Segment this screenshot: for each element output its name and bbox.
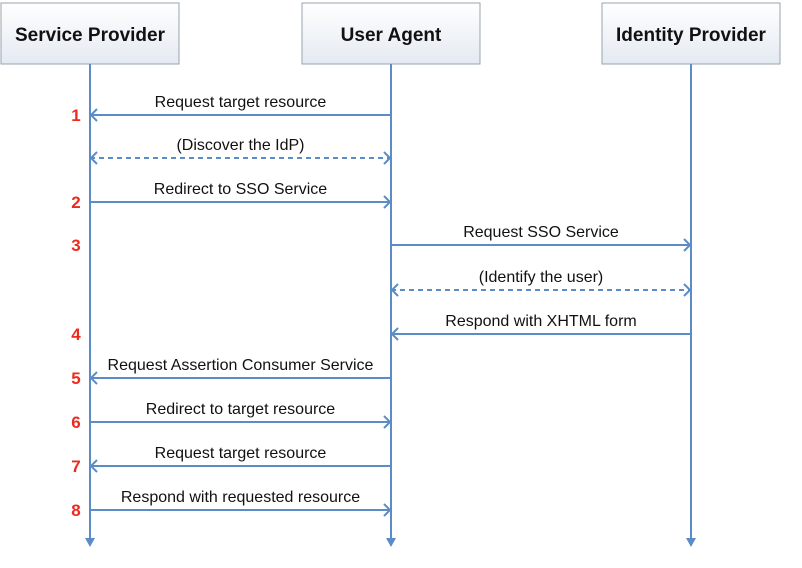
arrowhead-icon <box>89 108 98 122</box>
step-number: 1 <box>71 106 80 125</box>
arrowhead-icon <box>383 415 392 429</box>
message-label: (Discover the IdP) <box>176 137 304 154</box>
message-9: Request target resource 7 <box>71 445 391 476</box>
participant-service-provider: Service Provider <box>0 2 180 65</box>
step-number: 2 <box>71 193 80 212</box>
message-8: Redirect to target resource 6 <box>71 401 392 432</box>
arrowhead-icon <box>383 151 392 165</box>
step-number: 4 <box>71 325 81 344</box>
message-1: Request target resource 1 <box>71 94 391 125</box>
step-number: 7 <box>71 457 80 476</box>
message-3: Redirect to SSO Service 2 <box>71 181 392 212</box>
message-7: Request Assertion Consumer Service 5 <box>71 357 391 388</box>
message-label: Request SSO Service <box>463 224 619 241</box>
lifelines <box>85 64 696 547</box>
lifeline-ua <box>386 64 396 547</box>
message-5: (Identify the user) <box>390 269 692 297</box>
participant-user-agent-label: User Agent <box>341 25 442 46</box>
step-number: 8 <box>71 501 80 520</box>
message-label: Request target resource <box>155 94 327 111</box>
messages: Request target resource 1 (Discover the Id… <box>71 94 692 520</box>
arrowhead-icon <box>89 459 98 473</box>
arrowhead-icon <box>383 503 392 517</box>
arrowhead-icon <box>390 283 399 297</box>
lifeline-idp <box>686 64 696 547</box>
step-number: 5 <box>71 369 80 388</box>
arrowhead-icon <box>89 371 98 385</box>
participant-identity-provider-label: Identity Provider <box>616 25 767 46</box>
arrowhead-icon <box>683 238 692 252</box>
message-2: (Discover the IdP) <box>89 137 392 165</box>
message-label: (Identify the user) <box>479 269 604 286</box>
message-6: Respond with XHTML form 4 <box>71 313 691 344</box>
lifeline-sp <box>85 64 95 547</box>
arrowhead-icon <box>390 327 399 341</box>
message-label: Respond with requested resource <box>121 489 360 506</box>
message-label: Request target resource <box>155 445 327 462</box>
participant-user-agent: User Agent <box>301 2 481 65</box>
message-4: Request SSO Service 3 <box>71 224 692 255</box>
arrowhead-icon <box>383 195 392 209</box>
message-label: Redirect to target resource <box>146 401 336 418</box>
arrowhead-icon <box>89 151 98 165</box>
participant-identity-provider: Identity Provider <box>601 2 781 65</box>
message-label: Request Assertion Consumer Service <box>108 357 374 374</box>
message-label: Redirect to SSO Service <box>154 181 328 198</box>
step-number: 6 <box>71 413 80 432</box>
message-10: Respond with requested resource 8 <box>71 489 392 520</box>
step-number: 3 <box>71 236 80 255</box>
message-label: Respond with XHTML form <box>445 313 636 330</box>
arrowhead-icon <box>683 283 692 297</box>
participant-service-provider-label: Service Provider <box>15 25 166 46</box>
